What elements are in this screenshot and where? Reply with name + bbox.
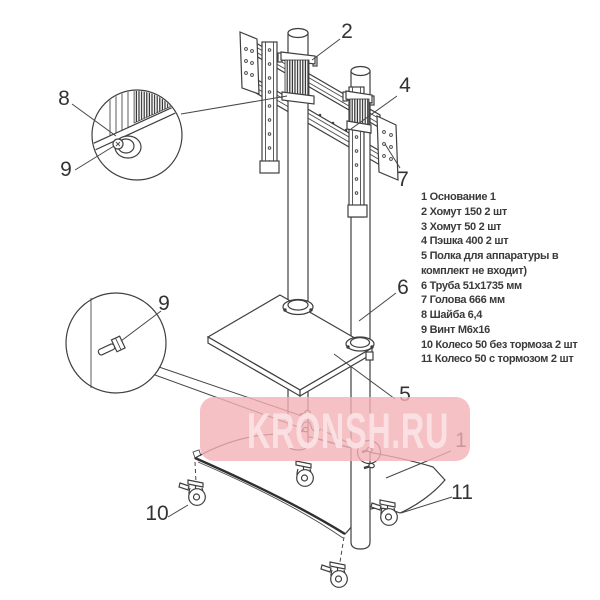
parts-list-line: 3 Хомут 50 2 шт (421, 220, 502, 233)
callout-11: 11 (451, 481, 473, 504)
caster-front-left (179, 480, 205, 505)
parts-list: 1 Основание 1 2 Хомут 150 2 шт 3 Хомут 5… (421, 190, 599, 367)
parts-list-line: комплект не входит) (421, 264, 527, 277)
callout-10: 10 (145, 502, 168, 525)
end-plate-left (239, 31, 260, 95)
clamp-150-left (277, 51, 318, 105)
watermark: KRONSH.RU (200, 397, 470, 461)
callout-8: 8 (58, 87, 70, 110)
casters (179, 460, 397, 587)
detail-circle-bolt (65, 292, 167, 394)
clamp-150-right (342, 90, 375, 134)
callout-4: 4 (399, 74, 411, 97)
parts-list-line: 1 Основание 1 (421, 191, 496, 203)
parts-list-line: 4 Пэшка 400 2 шт (421, 235, 509, 248)
shelf-bracket (365, 351, 374, 361)
callout-9-top: 9 (60, 158, 72, 181)
callout-7: 7 (397, 168, 409, 191)
callout-9-mid: 9 (158, 292, 170, 315)
watermark-text: KRONSH.RU (247, 403, 449, 459)
parts-list-line: 9 Винт М6х16 (421, 323, 491, 336)
parts-list-line: 2 Хомут 150 2 шт (421, 205, 507, 218)
base-front-edge (194, 456, 346, 536)
callout-6: 6 (397, 276, 409, 299)
caster-right (371, 500, 397, 525)
parts-list-line: 11 Колесо 50 с тормозом 2 шт (421, 353, 574, 366)
shelf-clamp-right (345, 336, 375, 352)
vesa-strip-left (259, 41, 280, 174)
caster-bottom (321, 562, 347, 587)
parts-list-line: 7 Голова 666 мм (421, 294, 505, 307)
callout-2: 2 (341, 20, 353, 43)
parts-list-line: 10 Колесо 50 без тормоза 2 шт (421, 338, 578, 351)
watermark-band (200, 397, 470, 461)
parts-list-line: 5 Полка для аппаратуры в (421, 250, 559, 262)
shelf (206, 294, 375, 398)
parts-list-line: 6 Труба 51х1735 мм (421, 279, 522, 292)
callout-labels: 2 4 7 8 9 9 6 5 1 11 10 (58, 20, 473, 525)
callout-5: 5 (399, 383, 411, 406)
caster-middle (295, 460, 314, 487)
parts-list-line: 8 Шайба 6,4 (421, 309, 483, 321)
detail-circle-washer (91, 89, 183, 181)
shelf-clamp-left (282, 298, 314, 316)
